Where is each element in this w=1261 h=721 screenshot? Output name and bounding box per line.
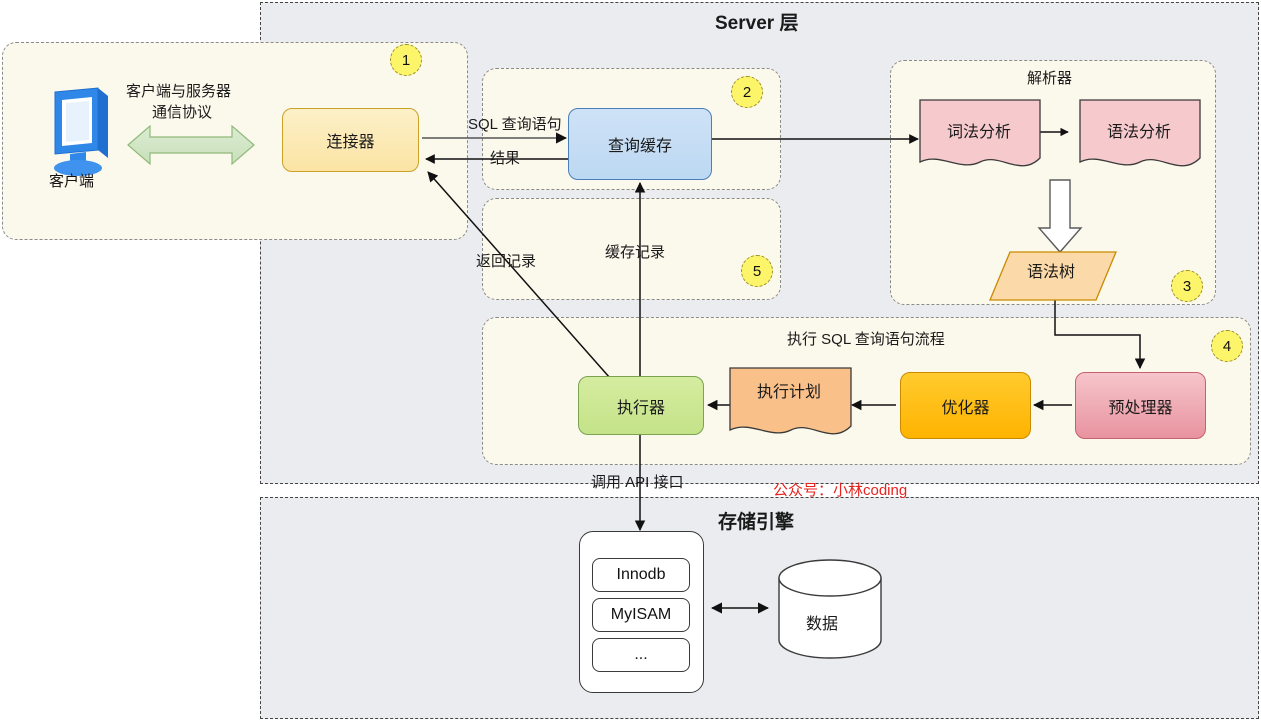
return-records-label: 返回记录 xyxy=(476,253,537,270)
badge-3-text: 3 xyxy=(1182,277,1192,295)
exec-plan-shape xyxy=(729,367,852,435)
query-cache-node[interactable]: 查询缓存 xyxy=(568,108,712,180)
badge-3: 3 xyxy=(1171,270,1203,302)
client-monitor-icon xyxy=(54,87,108,176)
lexical-analysis-shape xyxy=(919,99,1041,167)
badge-1: 1 xyxy=(390,44,422,76)
syntax-tree-shape xyxy=(989,251,1117,301)
connector-node[interactable]: 连接器 xyxy=(282,108,419,172)
exec-plan-label: 执行计划 xyxy=(757,384,822,401)
lexical-analysis-label: 词法分析 xyxy=(947,124,1012,141)
engine-item-more-label: ... xyxy=(634,646,648,663)
badge-2: 2 xyxy=(731,76,763,108)
exec-group-title: 执行 SQL 查询语句流程 xyxy=(787,331,945,348)
cache-records-label: 缓存记录 xyxy=(605,244,666,261)
result-label: 结果 xyxy=(490,150,521,167)
sql-query-label: SQL 查询语句 xyxy=(468,116,562,133)
parser-group-title: 解析器 xyxy=(1027,70,1073,87)
preprocessor-node[interactable]: 预处理器 xyxy=(1075,372,1206,439)
server-layer-title: Server 层 xyxy=(715,13,799,34)
client-label: 客户端 xyxy=(49,173,95,190)
badge-4-text: 4 xyxy=(1222,337,1232,355)
query-cache-label: 查询缓存 xyxy=(607,138,672,155)
connector-label: 连接器 xyxy=(326,134,375,151)
edge-syntaxtree-to-preprocessor xyxy=(1054,300,1146,370)
syntax-analysis-shape xyxy=(1079,99,1201,167)
data-cylinder xyxy=(778,559,882,659)
engine-item-myisam-label: MyISAM xyxy=(610,606,672,623)
edge-return-records xyxy=(427,171,611,379)
storage-layer-title: 存储引擎 xyxy=(718,512,795,533)
executor-label: 执行器 xyxy=(616,399,665,417)
syntax-analysis-label: 语法分析 xyxy=(1107,124,1172,141)
cache-records-group-box xyxy=(482,198,781,300)
engine-item-innodb-label: Innodb xyxy=(616,566,666,583)
parser-down-arrow xyxy=(1037,179,1083,254)
client-protocol-label-line1: 客户端与服务器 xyxy=(126,83,232,100)
watermark: 公众号：小林coding xyxy=(773,482,908,499)
engine-item-more[interactable]: ... xyxy=(592,638,690,672)
badge-4: 4 xyxy=(1211,330,1243,362)
client-protocol-label-line2: 通信协议 xyxy=(152,104,213,121)
optimizer-label: 优化器 xyxy=(941,399,990,417)
client-protocol-arrow xyxy=(127,124,255,166)
executor-node[interactable]: 执行器 xyxy=(578,376,704,435)
engine-item-innodb[interactable]: Innodb xyxy=(592,558,690,592)
syntax-tree-label: 语法树 xyxy=(1027,264,1076,281)
engine-item-myisam[interactable]: MyISAM xyxy=(592,598,690,632)
optimizer-node[interactable]: 优化器 xyxy=(900,372,1031,439)
data-cylinder-label: 数据 xyxy=(806,616,839,633)
preprocessor-label: 预处理器 xyxy=(1108,399,1173,417)
call-api-label: 调用 API 接口 xyxy=(591,474,684,491)
badge-5: 5 xyxy=(741,255,773,287)
